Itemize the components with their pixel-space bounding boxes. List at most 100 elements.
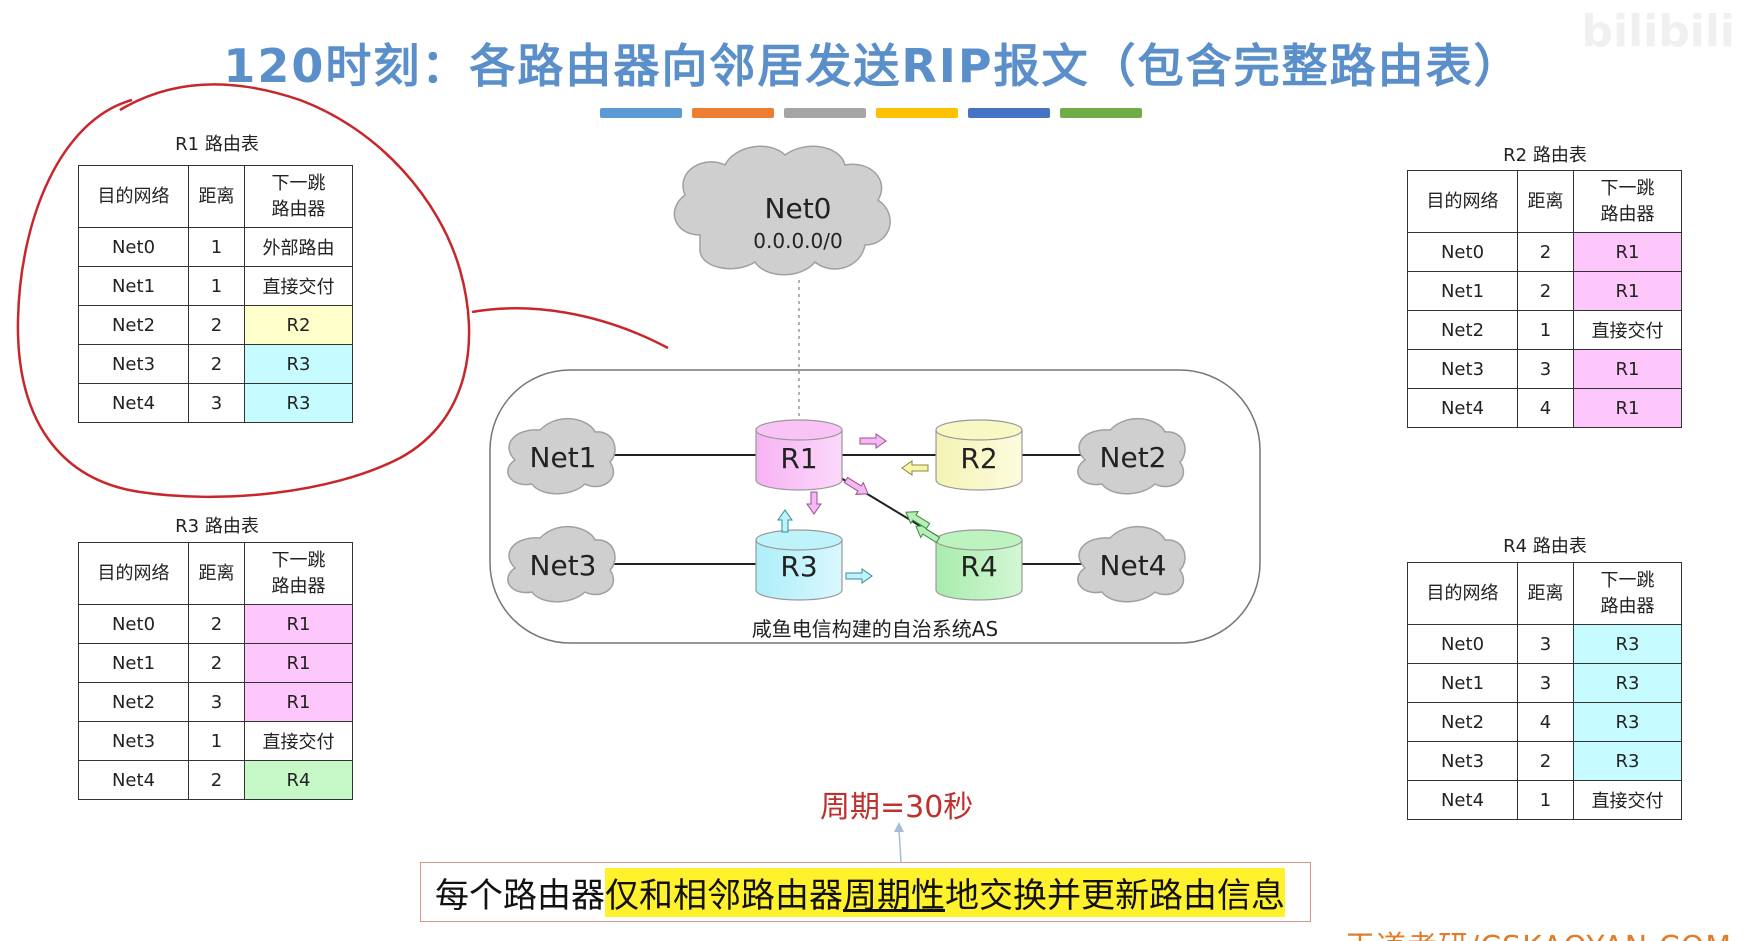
r3-label: R3	[780, 550, 817, 583]
title-bar-2	[692, 108, 774, 118]
rip-arrow-r3-to-r1	[777, 509, 793, 533]
cell-next: R1	[1573, 388, 1682, 428]
slide-title: 120时刻：各路由器向邻居发送RIP报文（包含完整路由表）	[223, 39, 1522, 93]
cell-dist: 1	[1517, 780, 1574, 820]
cell-dist: 1	[188, 721, 245, 761]
header-next-hop-line1: 下一跳	[1600, 569, 1655, 591]
header-next-hop-line1: 下一跳	[1600, 177, 1655, 199]
summary-box: 每个路由器仅和相邻 路由器周期性地交换并更新路由信息	[420, 862, 1311, 922]
table-header-row: 目的网络距离下一跳路由器	[78, 165, 353, 228]
net3-cloud: Net3	[507, 525, 616, 603]
header-dist: 距离	[1517, 170, 1574, 233]
header-next-hop: 下一跳路由器	[244, 165, 353, 228]
header-dist: 距离	[188, 165, 245, 228]
cell-net: Net0	[78, 227, 189, 267]
cell-dist: 2	[188, 305, 245, 345]
cell-dist: 1	[1517, 310, 1574, 350]
summary-part-1: 每个路由器	[435, 875, 605, 916]
cell-next: R2	[244, 305, 353, 345]
cell-dist: 3	[1517, 624, 1574, 664]
header-next-hop-line1: 下一跳	[271, 172, 326, 194]
header-dist: 距离	[1517, 562, 1574, 625]
network-diagram: 咸鱼电信构建的自治系统AS Net0 0.0.0.0/0 Net1 Net2 N…	[489, 145, 1261, 644]
net1-cloud: Net1	[507, 417, 616, 495]
title-underline-bars	[600, 108, 1142, 118]
table-header-row: 目的网络距离下一跳路由器	[1407, 170, 1682, 233]
net4-label: Net4	[1100, 549, 1167, 582]
cell-net: Net0	[1407, 624, 1518, 664]
title-bar-5	[968, 108, 1050, 118]
r1-table-caption: R1 路由表	[175, 134, 259, 155]
cell-next: 直接交付	[244, 266, 353, 306]
table-header-row: 目的网络距离下一跳路由器	[1407, 562, 1682, 625]
cell-dist: 2	[1517, 271, 1574, 311]
cell-next: 直接交付	[244, 721, 353, 761]
summary-part-4: 周期性	[843, 867, 945, 917]
title-bar-3	[784, 108, 866, 118]
header-dist: 距离	[188, 542, 245, 605]
r3-table-caption: R3 路由表	[175, 516, 259, 537]
rip-arrow-r1-to-r4	[843, 476, 869, 495]
net1-label: Net1	[530, 441, 597, 474]
as-boundary	[489, 369, 1261, 644]
cell-dist: 1	[188, 266, 245, 306]
r4-table-caption: R4 路由表	[1503, 536, 1587, 557]
header-dest: 目的网络	[78, 165, 189, 228]
cell-net: Net0	[78, 604, 189, 644]
net2-cloud: Net2	[1077, 417, 1186, 495]
rip-arrow-r2-to-r1	[901, 460, 929, 476]
net2-label: Net2	[1100, 441, 1167, 474]
rip-arrow-r1-to-r3	[806, 491, 822, 515]
cell-net: Net4	[78, 383, 189, 423]
cell-next: 外部路由	[244, 227, 353, 267]
cell-next: R3	[1573, 702, 1682, 742]
net0-name: Net0	[765, 192, 832, 225]
router-r3: R3	[755, 529, 843, 601]
cell-next: R3	[1573, 741, 1682, 781]
cell-next: 直接交付	[1573, 310, 1682, 350]
r2-table-caption: R2 路由表	[1503, 145, 1587, 166]
cell-next: R1	[244, 682, 353, 722]
header-next-hop-line1: 下一跳	[271, 549, 326, 571]
header-dest: 目的网络	[1407, 562, 1518, 625]
cell-next: R3	[244, 383, 353, 423]
cycle-pointer-arrow	[894, 822, 904, 862]
cell-dist: 3	[188, 682, 245, 722]
net3-label: Net3	[530, 549, 597, 582]
cell-dist: 2	[1517, 741, 1574, 781]
cell-next: R3	[244, 344, 353, 384]
router-r2: R2	[935, 419, 1023, 491]
cell-net: Net1	[1407, 271, 1518, 311]
cell-net: Net1	[1407, 663, 1518, 703]
cell-net: Net4	[1407, 780, 1518, 820]
r2-label: R2	[960, 442, 997, 475]
router-r4: R4	[935, 529, 1023, 601]
cell-net: Net2	[78, 305, 189, 345]
summary-part-3: 路由器	[741, 867, 843, 917]
router-r1: R1	[755, 419, 843, 491]
cell-dist: 1	[188, 227, 245, 267]
title-bar-6	[1060, 108, 1142, 118]
header-next-hop: 下一跳路由器	[1573, 170, 1682, 233]
cell-next: R1	[244, 643, 353, 683]
cell-dist: 4	[1517, 388, 1574, 428]
cell-net: Net3	[1407, 741, 1518, 781]
net0-address: 0.0.0.0/0	[753, 229, 842, 253]
cell-dist: 3	[1517, 349, 1574, 389]
